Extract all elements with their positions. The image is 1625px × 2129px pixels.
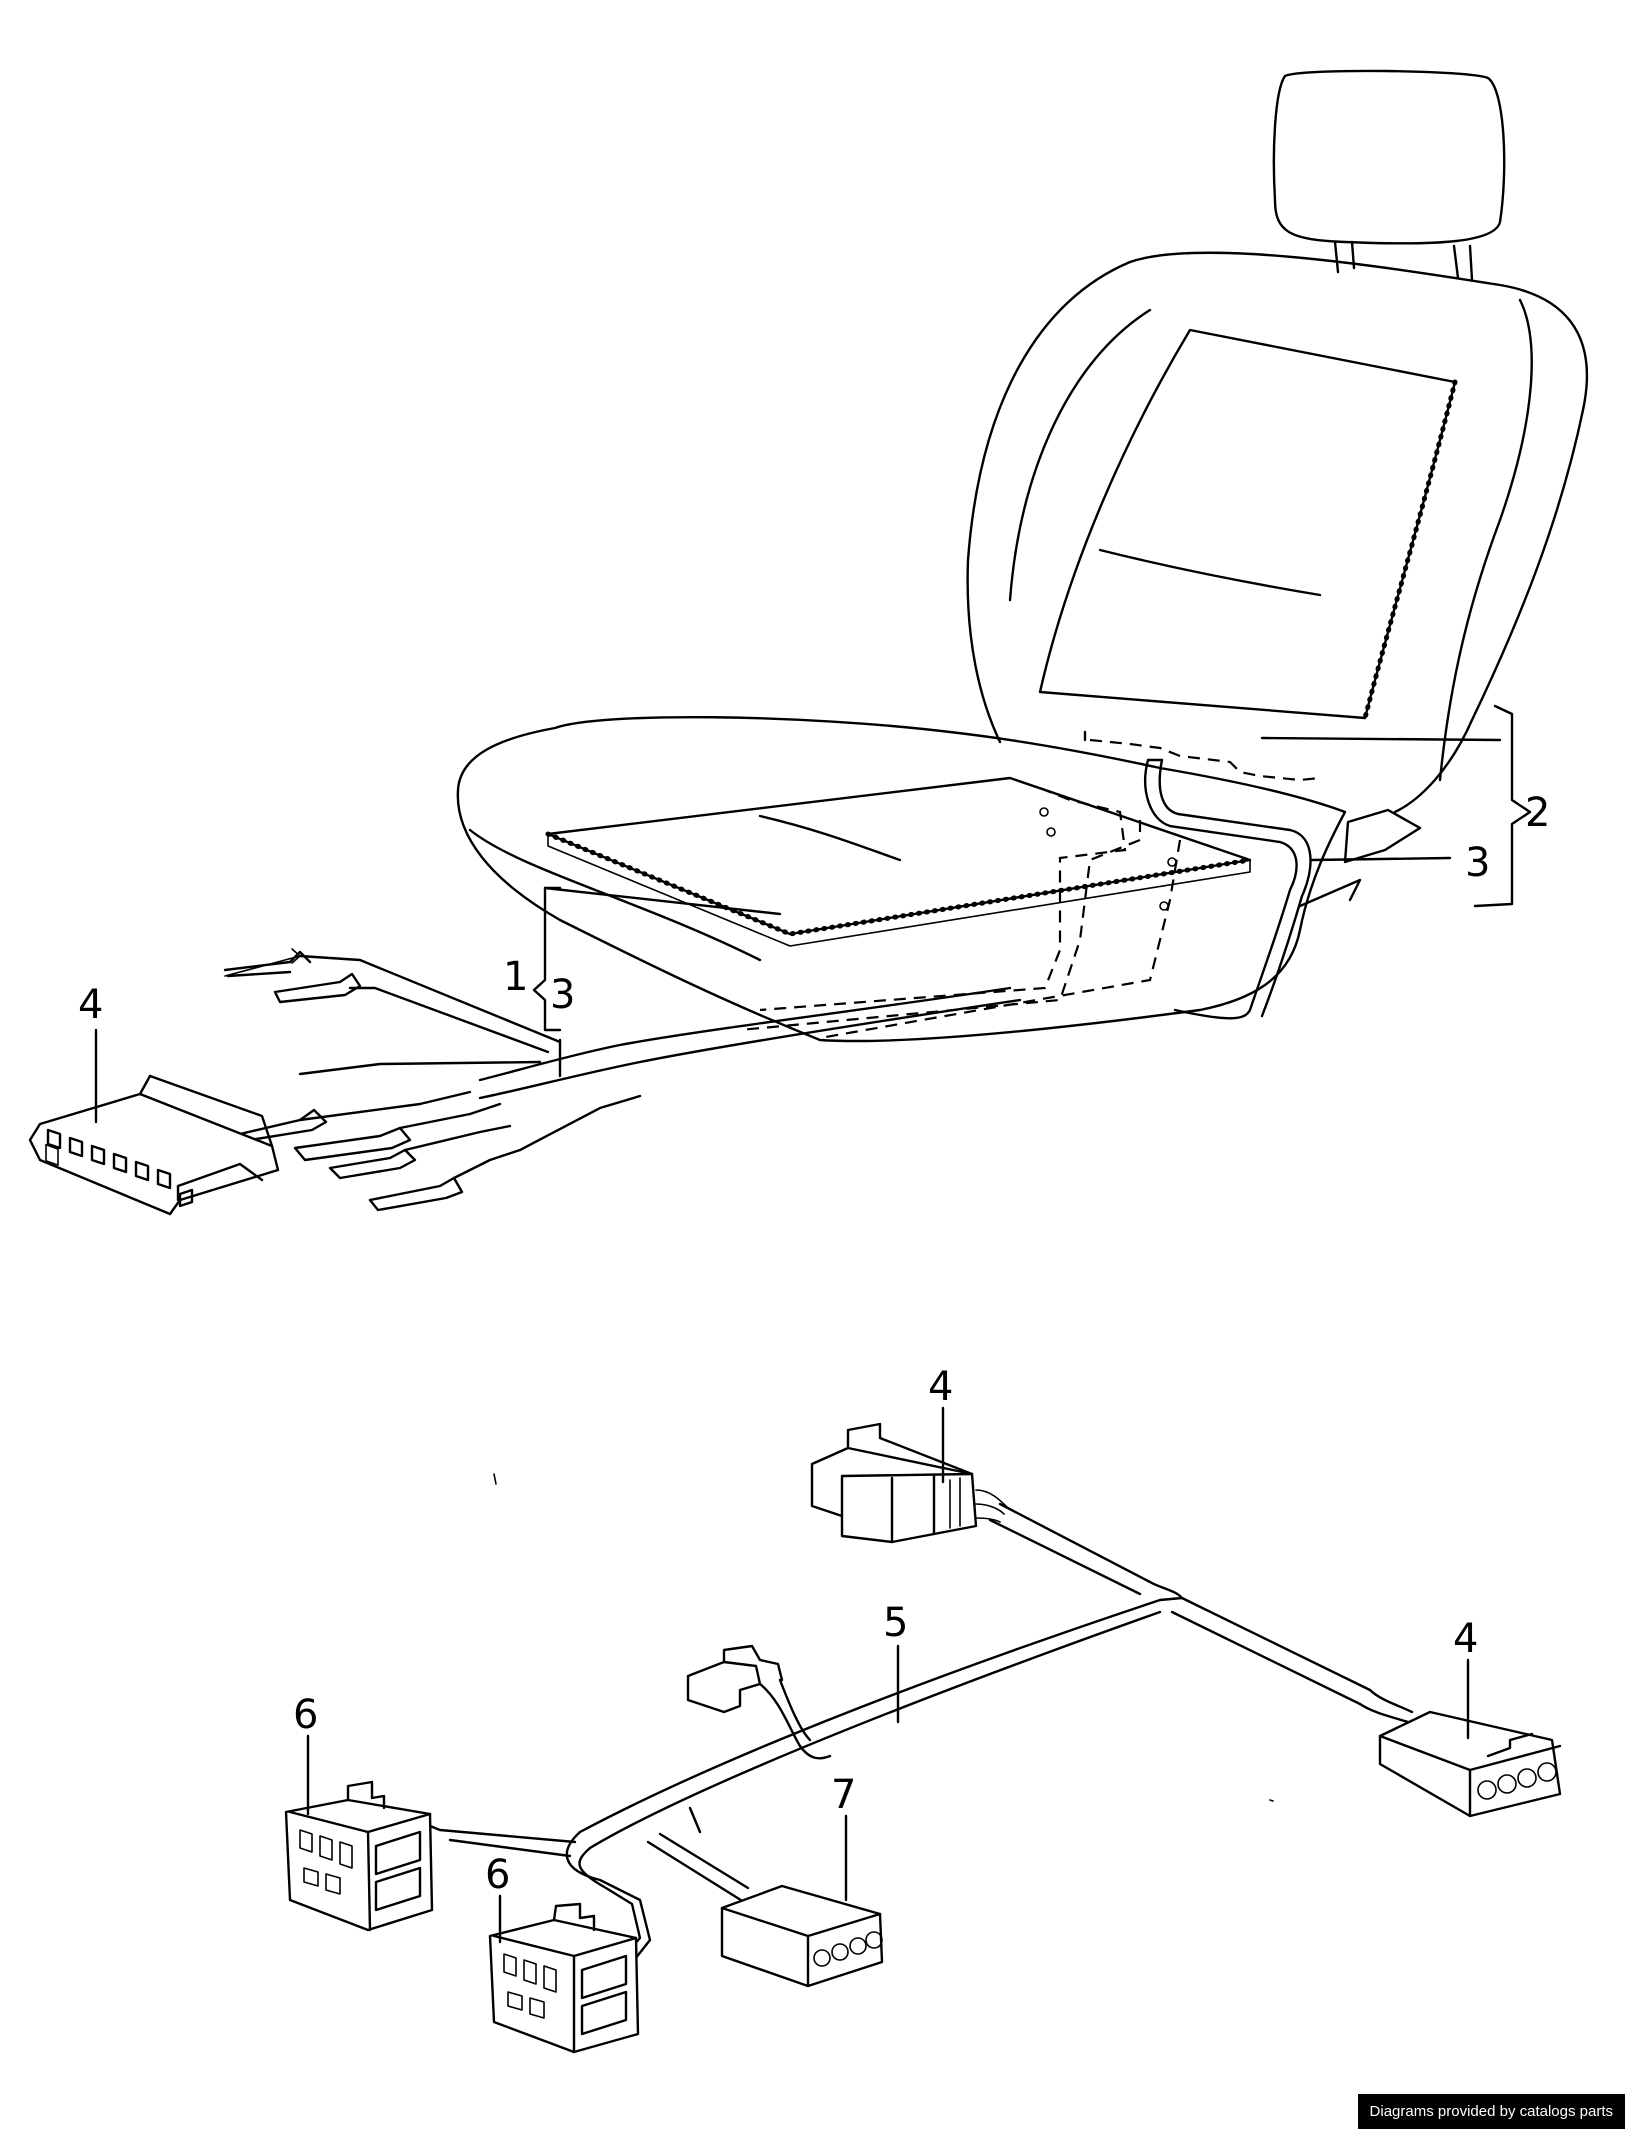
seat-cable-bundle	[478, 986, 1012, 1082]
headrest	[1272, 69, 1506, 245]
connector-housing-top	[28, 1074, 280, 1216]
backrest-outline	[1128, 251, 1589, 814]
callout-1: 1	[503, 954, 528, 1000]
callout-3-backrest: 3	[1465, 840, 1490, 886]
callout-lines-harness	[306, 1406, 1470, 1944]
callout-7: 7	[831, 1772, 856, 1818]
callout-lines-seat	[532, 704, 1532, 1032]
small-connector	[686, 1660, 762, 1714]
seat-heating-pad	[546, 776, 1252, 936]
callout-6-right: 6	[485, 1852, 510, 1898]
wiring-harness	[284, 1422, 1562, 2054]
credit-banner: Diagrams provided by catalogs parts	[1357, 2094, 1625, 2129]
callout-3-seat: 3	[550, 972, 575, 1018]
connector-4-upper	[810, 1446, 978, 1544]
headrest-post-left	[1333, 240, 1340, 274]
connector-7	[720, 1884, 884, 1988]
backrest-heating-pad	[1038, 328, 1457, 720]
callout-2: 2	[1525, 790, 1550, 836]
connecting-cable	[1144, 758, 1298, 1020]
headrest-post-right	[1452, 244, 1460, 280]
callout-5: 5	[883, 1600, 908, 1646]
callout-6-left: 6	[293, 1692, 318, 1738]
callout-4-top: 4	[78, 982, 103, 1028]
callout-4-harness-top: 4	[928, 1364, 953, 1410]
callout-4-harness-right: 4	[1453, 1616, 1478, 1662]
terminal-pins	[223, 948, 642, 1212]
seat-illustration	[456, 69, 1589, 1100]
hidden-wiring	[759, 786, 1127, 1012]
